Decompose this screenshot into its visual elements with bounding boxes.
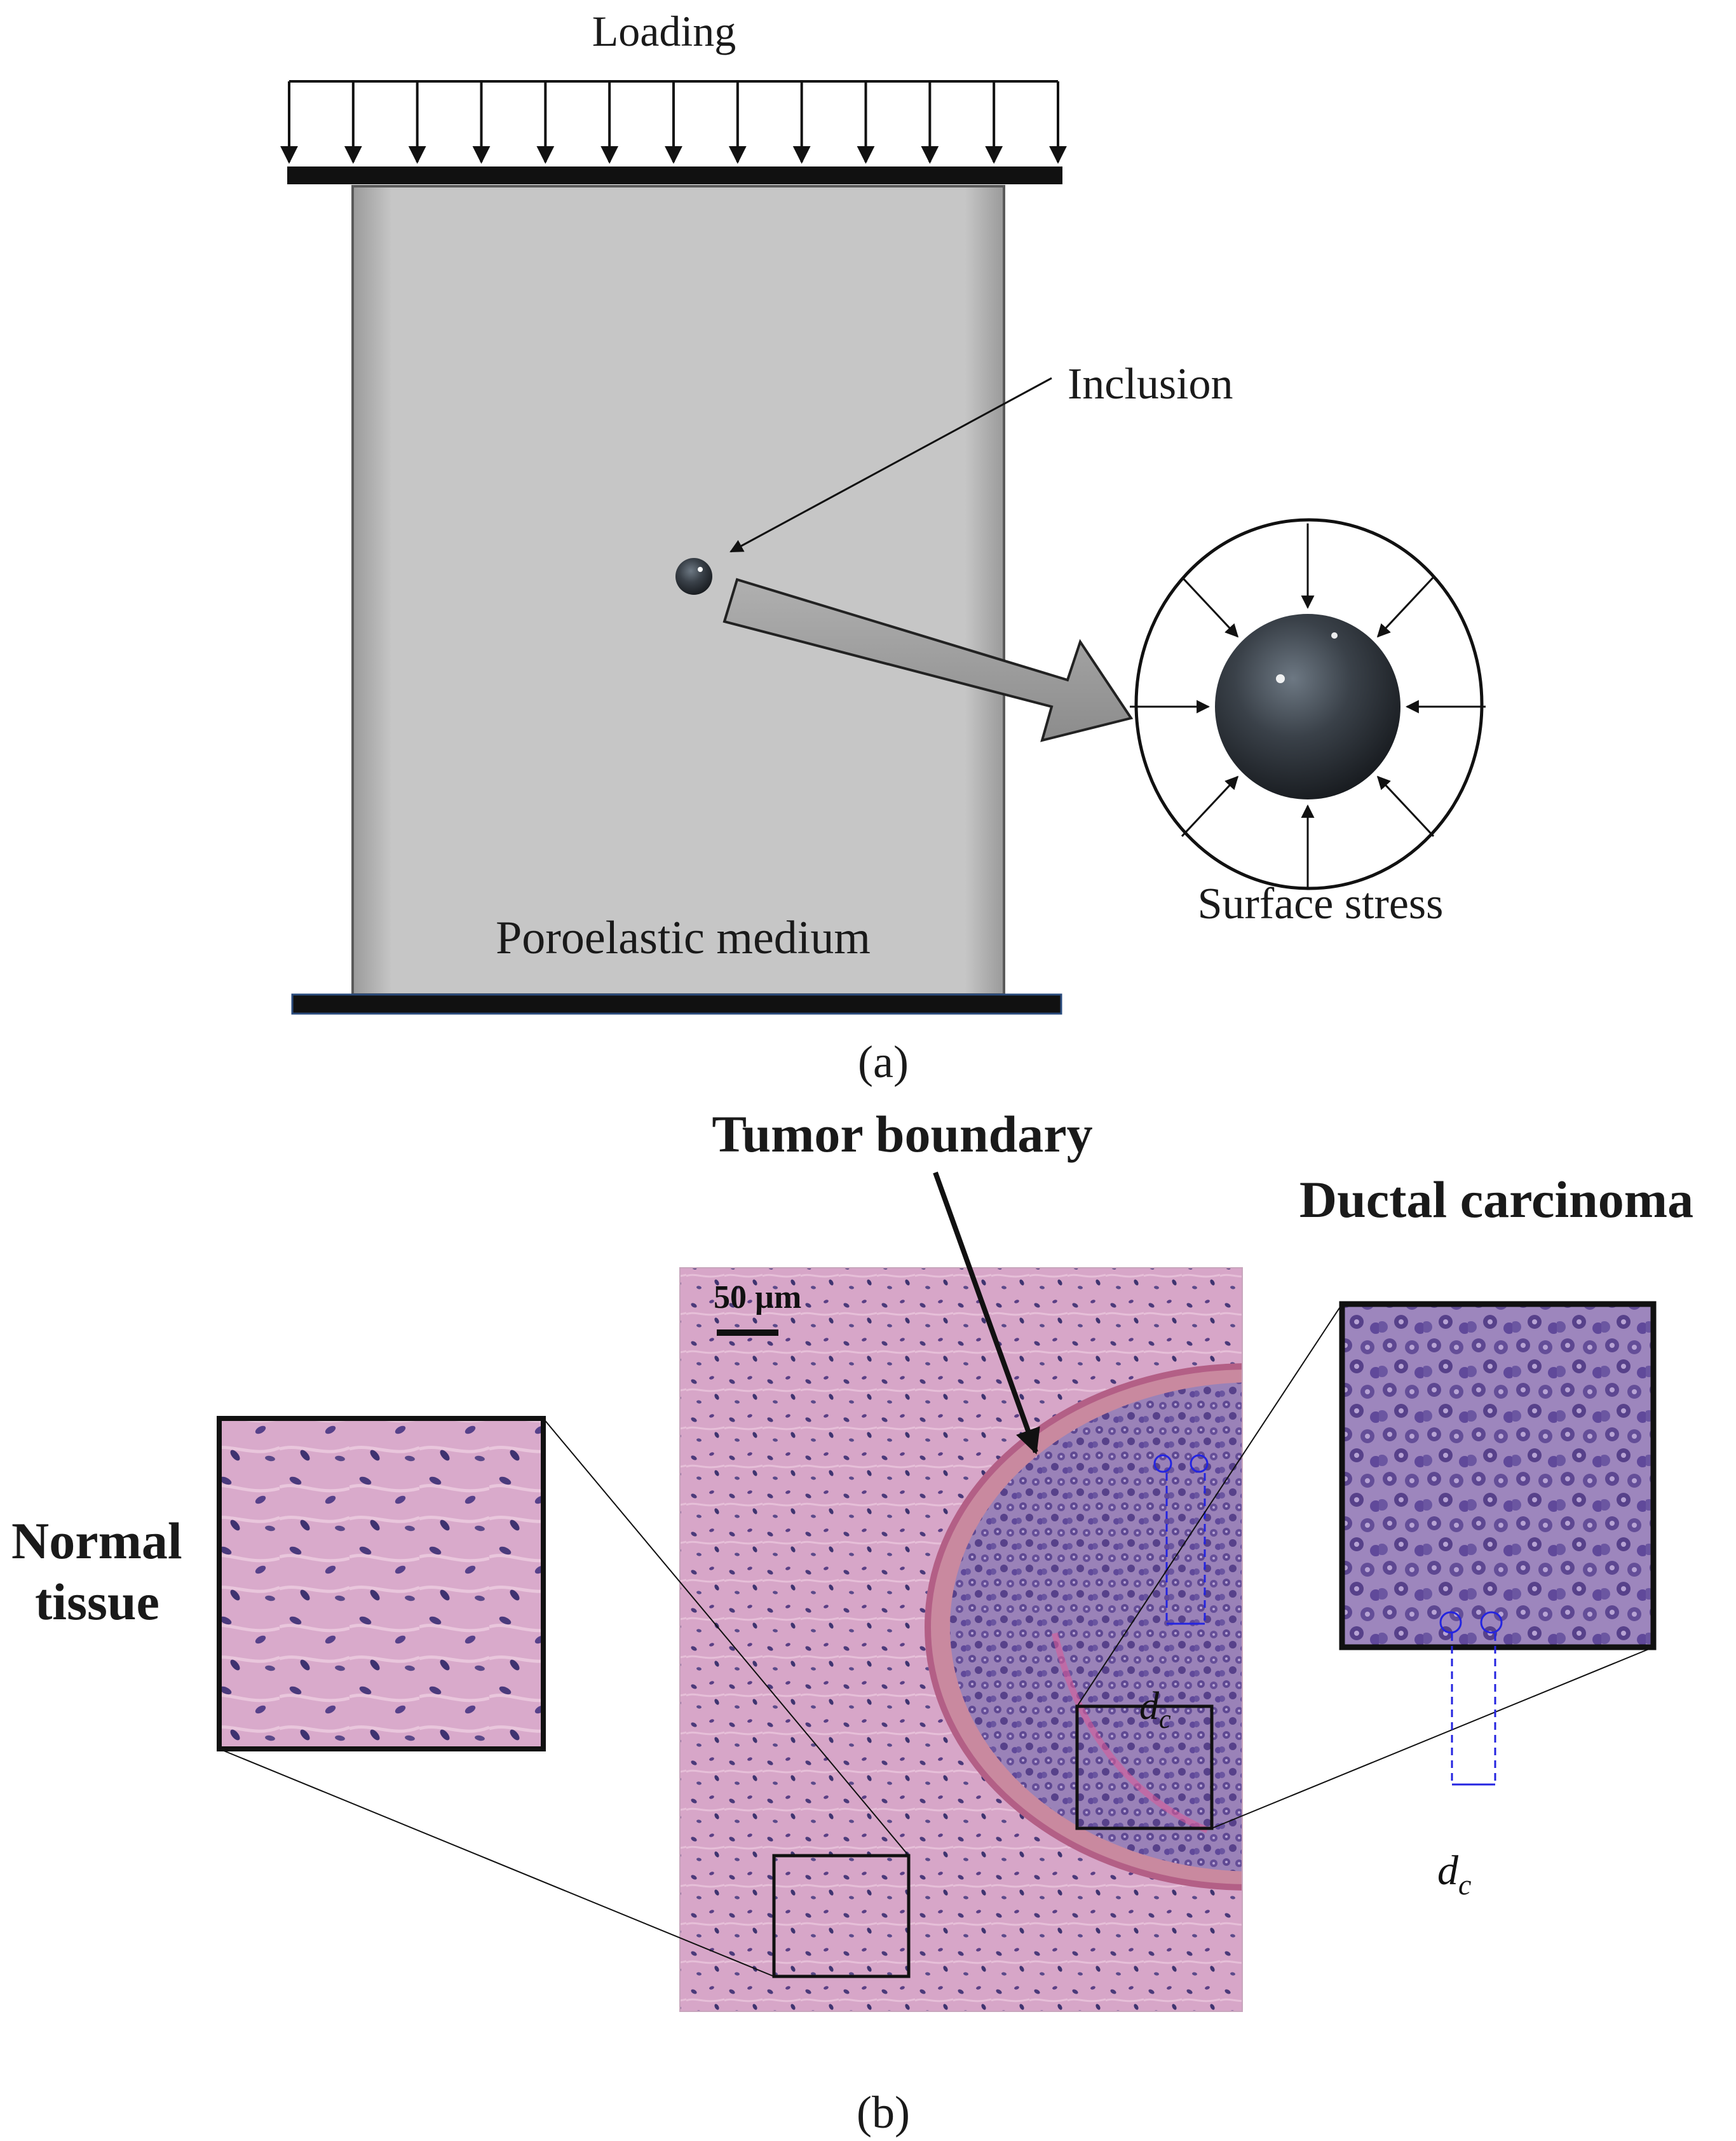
tumor-boundary-label: Tumor boundary [712,1105,1092,1163]
inclusion-label: Inclusion [1068,360,1233,409]
dc-marker-outer [1439,1611,1503,1786]
histology-frame [679,1267,1243,2012]
scale-bar [717,1329,778,1336]
carcinoma-zoom [1339,1301,1657,1650]
inclusion-sphere [675,558,712,595]
loading-label: Loading [592,7,736,55]
normal-tissue-zoom [217,1416,546,1751]
carcinoma-zoom-connector-bottom [1211,1647,1654,1829]
carcinoma-region [950,1382,1242,1872]
normal-tissue-label-line2: tissue [35,1573,159,1631]
stress-arrow [1376,775,1435,837]
scale-bar-label: 50 µm [714,1279,801,1315]
tumor-boundary-arrow [933,1171,1040,1455]
carcinoma-zoom-connector-top [1076,1303,1343,1707]
stress-arrow [1181,775,1239,837]
carcinoma-source-box [1075,1704,1214,1830]
pink-vessel [1052,1632,1209,1833]
stress-arrows [1130,523,1486,890]
stress-arrow [1181,576,1239,638]
medium-label: Poroelastic medium [496,912,871,964]
poroelastic-medium-block [351,185,1005,996]
caption-a: (a) [858,1037,909,1087]
zoom-arrow [722,578,1134,742]
top-plate [287,167,1062,184]
inclusion-pointer-arrow [729,377,1052,553]
dc-marker-inner [1153,1454,1209,1625]
normal-tissue-label-line1: Normal [11,1512,182,1570]
dc-label-outer: dc [1437,1847,1471,1901]
loading-arrows [280,80,1067,164]
normal-tissue-source-box [772,1854,911,1978]
panel-a: Loading Poroelastic medium Inclusion Sur… [280,7,1486,1087]
zoom-highlight-2 [1331,632,1338,639]
normal-zoom-connector-bottom [219,1748,775,1977]
zoom-highlight-1 [1276,674,1285,683]
bottom-plate [291,993,1062,1015]
surface-stress-detail [1130,518,1486,890]
normal-zoom-connector-top [543,1418,909,1856]
surface-stress-label: Surface stress [1198,880,1444,928]
ductal-carcinoma-label: Ductal carcinoma [1299,1171,1693,1228]
inclusion-zoom-sphere [1215,614,1400,799]
caption-b: (b) [857,2087,910,2138]
panel-b: Tumor boundary Ductal carcinoma 50 µm dc [11,1105,1693,2138]
inclusion-highlight [698,567,703,572]
stress-arrow [1376,576,1435,638]
